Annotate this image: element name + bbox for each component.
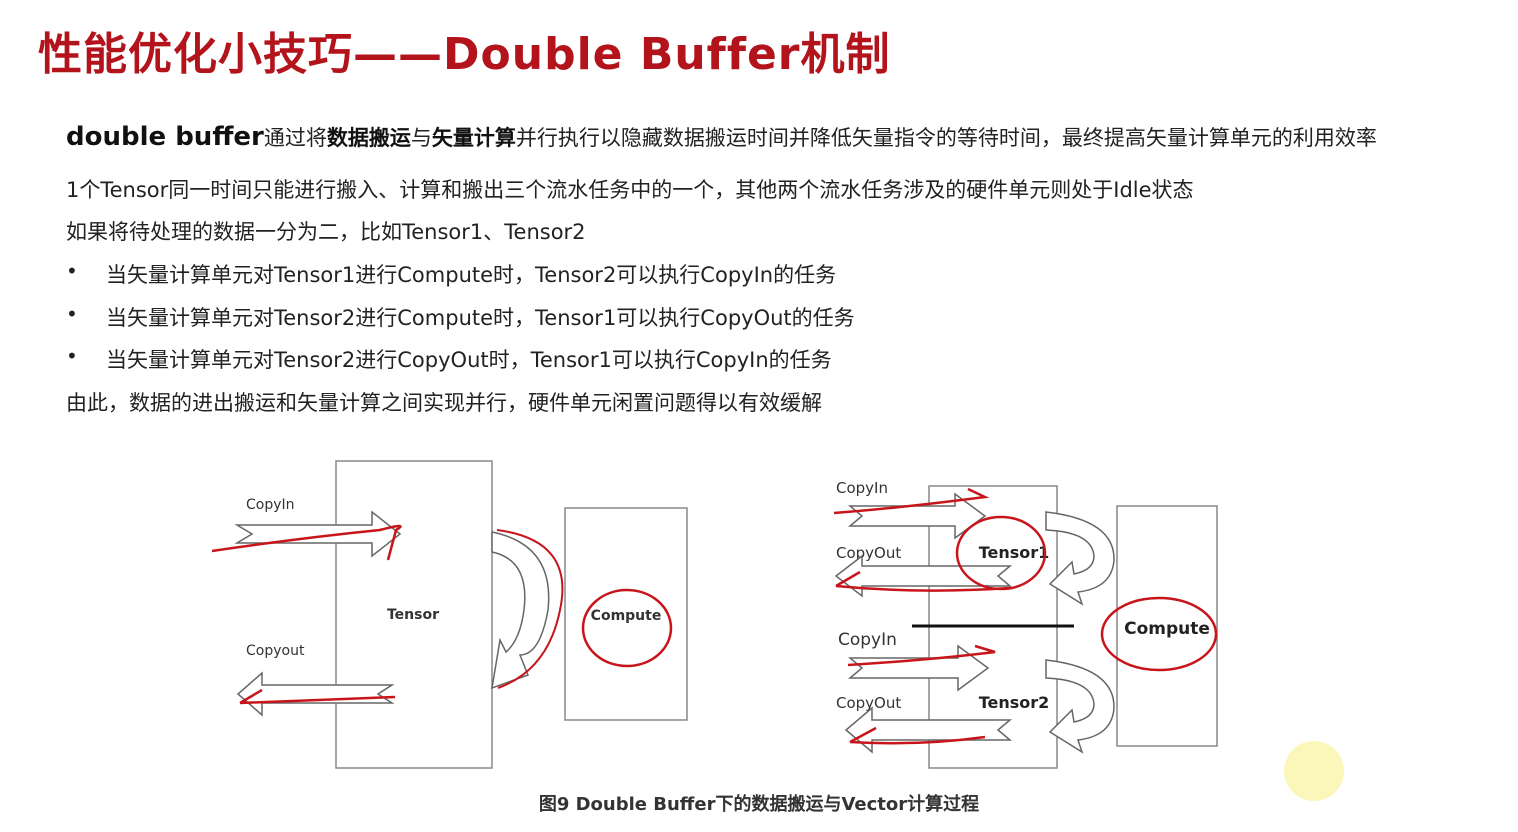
tensor-label: Tensor — [387, 607, 439, 623]
body-line-2: 如果将待处理的数据一分为二，比如Tensor1、Tensor2 — [66, 220, 586, 244]
compute-label: Compute — [591, 608, 662, 624]
copyin-label: CopyIn — [246, 497, 295, 513]
copyout-label: CopyOut — [836, 694, 901, 712]
annotation-circle — [581, 588, 673, 668]
copyin-arrow — [234, 510, 402, 558]
annotation-stroke — [239, 688, 396, 705]
intro-bold-2: 矢量计算 — [431, 126, 516, 150]
intro-text-2: 与 — [410, 126, 432, 150]
conclusion-line: 由此，数据的进出搬运和矢量计算之间实现并行，硬件单元闲置问题得以有效缓解 — [66, 391, 822, 415]
compute-label: Compute — [1124, 619, 1210, 639]
annotation-circle — [1100, 596, 1218, 672]
copyout-label: CopyOut — [836, 544, 901, 562]
bullet-item-3: 当矢量计算单元对Tensor2进行CopyOut时，Tensor1可以执行Cop… — [106, 348, 832, 372]
intro-text-1: 通过将 — [263, 126, 327, 150]
annotation-stroke — [835, 570, 1011, 592]
bullet-item-1: 当矢量计算单元对Tensor1进行Compute时，Tensor2可以执行Cop… — [106, 263, 837, 287]
intro-bold-1: 数据搬运 — [326, 126, 411, 150]
figure-caption: 图9 Double Buffer下的数据搬运与Vector计算过程 — [538, 794, 980, 815]
compute-curve-arrow — [491, 531, 550, 690]
compute-box — [1116, 505, 1218, 747]
annotation-stroke — [211, 524, 402, 561]
copyout-label: Copyout — [246, 643, 305, 659]
annotation-stroke — [849, 726, 986, 745]
intro-lead: double buffer — [66, 122, 264, 152]
compute-curve-arrow — [1045, 511, 1115, 606]
body-line-1: 1个Tensor同一时间只能进行搬入、计算和搬出三个流水任务中的一个，其他两个流… — [66, 178, 1194, 202]
cursor-highlight — [1284, 741, 1344, 801]
intro-text-3: 并行执行以隐藏数据搬运时间并降低矢量指令的等待时间，最终提高矢量计算单元的利用效… — [515, 126, 1377, 150]
tensor2-label: Tensor2 — [979, 693, 1050, 712]
intro-paragraph: double buffer通过将数据搬运与矢量计算并行执行以隐藏数据搬运时间并降… — [66, 122, 1377, 152]
copyin-arrow — [847, 644, 990, 692]
annotation-circle — [955, 515, 1047, 591]
bullet-dot: • — [66, 344, 78, 368]
right-diagram: CopyIn CopyOut Tensor1 CopyIn CopyOut Te… — [833, 479, 1218, 769]
annotation-stroke — [496, 529, 564, 689]
copyin-label: CopyIn — [836, 479, 888, 497]
bullet-item-2: 当矢量计算单元对Tensor2进行Compute时，Tensor1可以执行Cop… — [106, 306, 855, 330]
annotation-stroke — [833, 487, 990, 515]
copyin-label: CopyIn — [838, 630, 897, 650]
copyout-arrow — [834, 554, 1013, 598]
tensor-box — [335, 460, 493, 769]
left-diagram: Tensor Compute CopyIn Copyout — [211, 460, 688, 769]
annotation-stroke — [847, 644, 996, 667]
compute-curve-arrow — [1045, 659, 1115, 754]
bullet-dot: • — [66, 259, 78, 283]
copyout-arrow — [844, 706, 1013, 754]
slide-title: 性能优化小技巧——Double Buffer机制 — [38, 29, 891, 80]
bullet-dot: • — [66, 302, 78, 326]
tensor1-label: Tensor1 — [979, 543, 1050, 562]
double-buffer-figure: Tensor Compute CopyIn Copyout CopyIn Cop… — [211, 460, 1218, 769]
